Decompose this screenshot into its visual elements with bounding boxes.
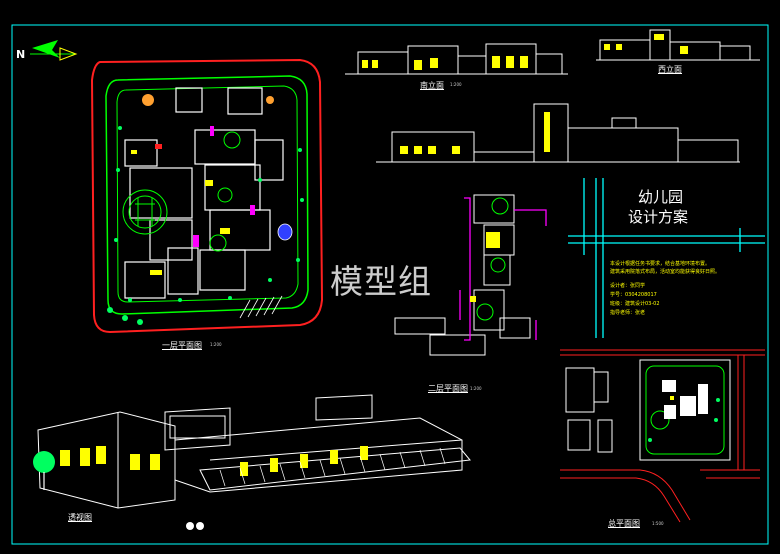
designer-line: 设计者：张同学 — [610, 283, 646, 289]
sheet-border — [11, 24, 769, 545]
watermark: 模型组 — [330, 262, 432, 301]
floor1-plan — [90, 58, 324, 334]
north-label: N — [16, 48, 26, 61]
note-line: 建筑采用院落式布局，活动室均能获得良好日照。 — [610, 269, 721, 275]
floor2-plan — [394, 194, 547, 356]
long-elevation — [376, 103, 740, 163]
floor2-plan-label: 二层平面图 — [428, 384, 468, 393]
west-elevation-label: 西立面 — [658, 65, 682, 74]
site-plan — [560, 349, 765, 523]
note-line: 本设计根据任务书要求，结合基地环境布置。 — [610, 261, 711, 267]
class-line: 班级：建筑设计03-02 — [610, 301, 660, 307]
north-arrow-icon — [30, 40, 78, 61]
west-elevation — [596, 29, 760, 61]
site-plan-label: 总平面图 — [608, 519, 640, 528]
south-elevation-label: 南立面 — [420, 81, 444, 90]
advisor-line: 指导老师：张老 — [610, 310, 646, 316]
student-id-line: 学号：0304208017 — [610, 292, 657, 298]
title-line-2: 设计方案 — [628, 208, 689, 226]
floor2-plan-scale: 1:200 — [470, 386, 482, 391]
floor1-plan-label: 一层平面图 — [162, 341, 202, 350]
south-elevation — [345, 43, 568, 75]
title-line-1: 幼儿园 — [638, 188, 684, 206]
perspective-label: 透视图 — [68, 513, 92, 522]
site-plan-scale: 1:500 — [652, 521, 664, 526]
south-elevation-scale: 1:200 — [450, 82, 462, 87]
tree-icon — [33, 451, 55, 490]
floor1-plan-scale: 1:200 — [210, 342, 222, 347]
perspective-view — [33, 394, 471, 530]
title-block-lines — [568, 178, 765, 338]
